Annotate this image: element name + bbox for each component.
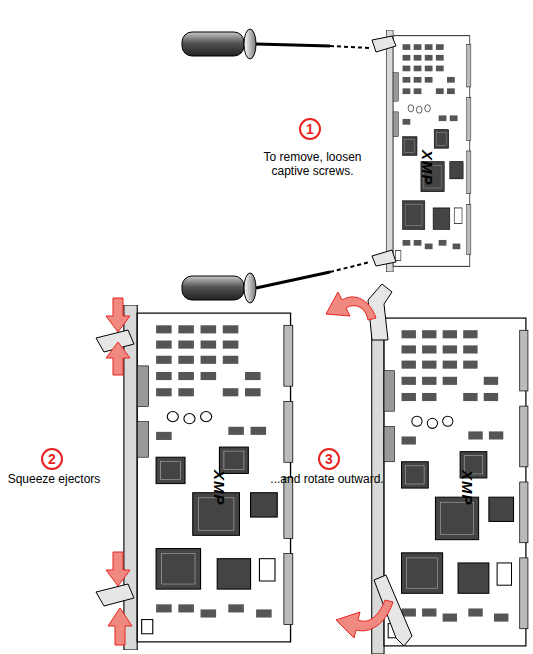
callout-number: 1 [299,118,321,140]
callout-text: 1 [306,121,314,137]
step-caption: To remove, loosen captive screws. [250,150,375,178]
circuit-board [386,30,470,272]
ejector-handle [372,36,396,266]
screwdriver [182,29,370,59]
circuit-board [372,310,528,654]
board-logo: XMP [419,150,436,186]
callout-text: 2 [48,451,56,467]
circuit-board [124,305,293,650]
screwdriver [182,262,370,303]
callout-number: 2 [41,448,63,470]
callout-number: 3 [318,448,340,470]
ejector-handle [96,330,134,606]
ejector-handle [368,284,412,646]
step-caption: ...and rotate outward. [262,472,392,486]
board-logo: XMP [459,470,476,506]
callout-text: 3 [325,451,333,467]
step-caption: Squeeze ejectors [0,472,108,486]
board-logo: XMP [211,470,228,506]
squeeze-arrow [106,298,132,645]
